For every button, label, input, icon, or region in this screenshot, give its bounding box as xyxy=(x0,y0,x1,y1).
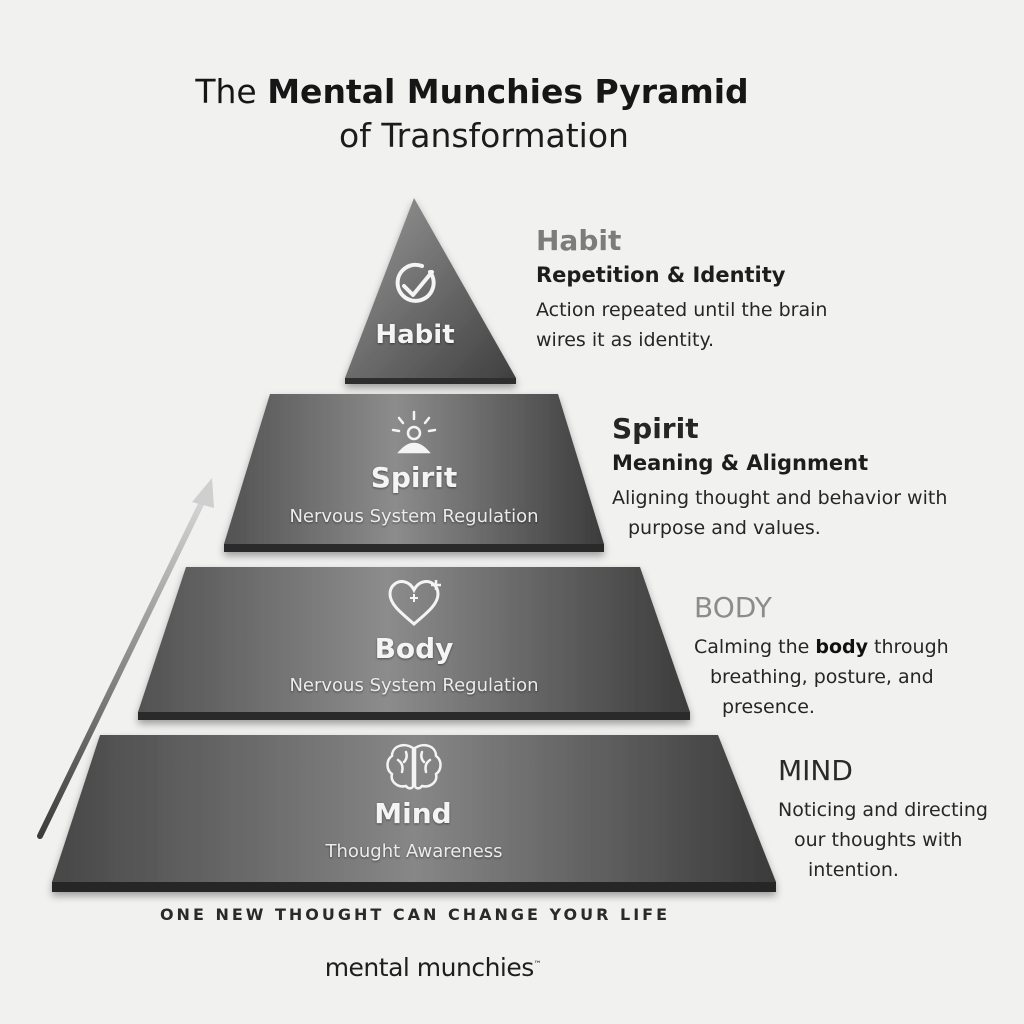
tier-sub-mind: Thought Awareness xyxy=(325,841,503,862)
trademark-mark: ™ xyxy=(533,959,542,969)
tier-habit xyxy=(345,198,516,384)
desc-line: Calming the body through xyxy=(694,632,949,662)
side-desc-mind: Noticing and directing our thoughts with… xyxy=(778,795,988,885)
tagline: ONE NEW THOUGHT CAN CHANGE YOUR LIFE xyxy=(159,905,671,924)
tier-mind xyxy=(52,735,776,892)
tier-label-body: Body xyxy=(374,632,454,665)
side-subheading-habit: Repetition & Identity xyxy=(536,263,786,287)
heart-plus-icon xyxy=(388,580,441,626)
sunrise-person-icon xyxy=(391,410,437,454)
diagram-title: The Mental Munchies Pyramid of Transform… xyxy=(0,70,944,158)
desc-line: Noticing and directing xyxy=(778,799,988,821)
tier-spirit xyxy=(224,394,604,552)
brand-logo: mental munchies™ xyxy=(0,953,866,982)
brain-icon xyxy=(386,744,442,790)
side-desc-spirit: Aligning thought and behavior with purpo… xyxy=(612,483,947,543)
desc-line: wires it as identity. xyxy=(536,329,715,351)
side-heading-spirit: Spirit xyxy=(612,412,699,445)
desc-line: Action repeated until the brain xyxy=(536,299,828,321)
tier-sub-spirit: Nervous System Regulation xyxy=(289,506,539,527)
desc-emphasis: body xyxy=(815,636,868,658)
tier-body xyxy=(138,567,690,720)
side-desc-habit: Action repeated until the brain wires it… xyxy=(536,295,827,355)
check-circle-icon xyxy=(395,262,436,303)
growth-arrow xyxy=(37,478,214,839)
side-heading-habit: Habit xyxy=(536,224,622,257)
brand-name: mental munchies xyxy=(324,953,535,982)
side-habit: Habit Repetition & Identity Action repea… xyxy=(536,224,827,355)
side-subheading-spirit: Meaning & Alignment xyxy=(612,451,869,475)
desc-text: Calming the xyxy=(694,636,816,658)
desc-line: breathing, posture, and xyxy=(710,666,934,688)
desc-text: through xyxy=(867,636,949,658)
tier-sub-body: Nervous System Regulation xyxy=(289,675,539,696)
desc-line: intention. xyxy=(808,859,899,881)
side-body: BODY Calming the body through breathing,… xyxy=(694,591,949,722)
title-prefix: The xyxy=(195,72,268,111)
side-desc-body: Calming the body through breathing, post… xyxy=(694,632,949,722)
tier-label-spirit: Spirit xyxy=(370,461,458,494)
side-heading-body: BODY xyxy=(694,591,772,624)
desc-line: Aligning thought and behavior with xyxy=(612,487,948,509)
side-mind: MIND Noticing and directing our thoughts… xyxy=(778,754,988,885)
desc-line: purpose and values. xyxy=(628,517,821,539)
tier-label-habit: Habit xyxy=(375,320,455,350)
side-spirit: Spirit Meaning & Alignment Aligning thou… xyxy=(612,412,947,543)
title-line-2: of Transformation xyxy=(339,116,629,155)
title-emphasis: Mental Munchies Pyramid xyxy=(267,72,749,111)
title-line-1: The Mental Munchies Pyramid xyxy=(0,70,944,114)
desc-line: our thoughts with xyxy=(794,829,963,851)
side-heading-mind: MIND xyxy=(778,754,853,787)
desc-line: presence. xyxy=(722,696,815,718)
tier-label-mind: Mind xyxy=(374,797,452,830)
